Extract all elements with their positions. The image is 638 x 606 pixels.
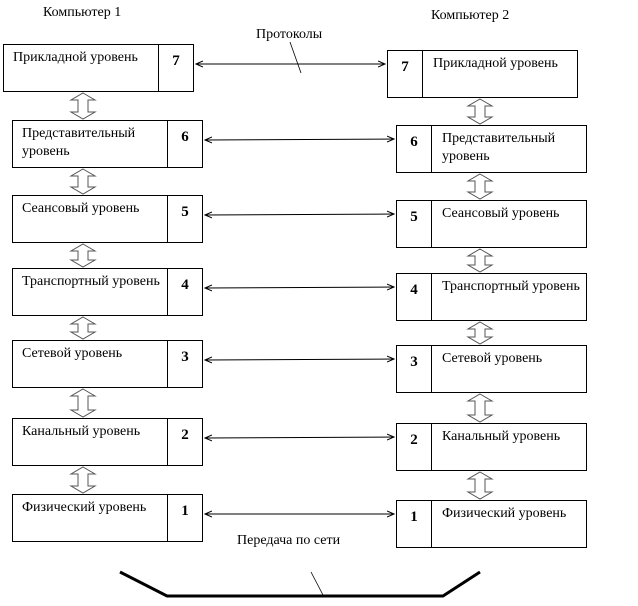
layer-name: Представительный уровень <box>22 126 136 159</box>
layer-divider <box>167 196 168 242</box>
vertical-arrow-icon-right-3 <box>466 321 494 345</box>
layer-divider <box>167 495 168 541</box>
layer-divider <box>167 419 168 465</box>
computer-1-layer-2: Канальный уровень 2 <box>12 418 203 466</box>
layer-name: Прикладной уровень <box>433 56 558 71</box>
layer-number: 3 <box>181 349 189 365</box>
protocol-arrow-icon-layer-2 <box>205 437 394 438</box>
layer-number: 6 <box>181 129 189 145</box>
layer-number: 5 <box>410 209 418 225</box>
layer-number: 4 <box>410 282 418 298</box>
vertical-arrow-icon-right-0 <box>466 98 494 125</box>
layer-name: Сетевой уровень <box>442 351 543 366</box>
protocols-leader-line <box>289 41 302 74</box>
layer-divider <box>167 121 168 167</box>
layer-divider <box>431 346 432 392</box>
layer-name: Физический уровень <box>442 506 567 521</box>
vertical-arrow-icon-left-0 <box>69 92 97 120</box>
computer-1-title: Компьютер 1 <box>43 5 122 20</box>
layer-name: Сеансовый уровень <box>22 201 140 216</box>
vertical-arrow-icon-left-3 <box>69 316 97 340</box>
vertical-arrow-icon-left-2 <box>69 243 97 268</box>
computer-2-layer-4: Транспортный уровень 4 <box>396 273 587 321</box>
network-medium-icon <box>119 570 481 598</box>
computer-1-layer-7: Прикладной уровень 7 <box>3 44 194 92</box>
computer-1-layer-4: Транспортный уровень 4 <box>12 268 203 316</box>
layer-divider <box>431 424 432 470</box>
layer-number: 7 <box>172 53 180 69</box>
protocol-arrow-icon-layer-4 <box>205 287 394 288</box>
computer-1-layer-6: Представительный уровень 6 <box>12 120 203 168</box>
computer-2-layer-7: Прикладной уровень 7 <box>387 50 578 98</box>
layer-divider <box>167 269 168 315</box>
layer-divider <box>158 45 159 91</box>
computer-2-layer-3: Сетевой уровень 3 <box>396 345 587 393</box>
layer-divider <box>431 126 432 172</box>
computer-1-layer-3: Сетевой уровень 3 <box>12 340 203 388</box>
vertical-arrow-icon-left-4 <box>69 388 97 418</box>
layer-number: 1 <box>181 503 189 519</box>
layer-name: Сетевой уровень <box>22 346 123 361</box>
network-leader-line <box>310 571 324 596</box>
layer-divider <box>422 51 423 97</box>
layer-name: Прикладной уровень <box>13 50 138 65</box>
protocol-arrow-icon-layer-5 <box>205 214 394 215</box>
layer-number: 2 <box>410 432 418 448</box>
protocol-arrow-icon-layer-6 <box>205 139 394 140</box>
computer-2-layer-1: Физический уровень 1 <box>396 500 587 548</box>
layer-name: Представительный уровень <box>442 131 556 164</box>
layer-number: 6 <box>410 134 418 150</box>
computer-2-layer-2: Канальный уровень 2 <box>396 423 587 471</box>
protocol-arrow-icon-layer-3 <box>205 359 394 360</box>
layer-name: Транспортный уровень <box>22 274 160 289</box>
vertical-arrow-icon-right-5 <box>466 471 494 500</box>
computer-2-layer-5: Сеансовый уровень 5 <box>396 200 587 248</box>
vertical-arrow-icon-left-5 <box>69 466 97 494</box>
computer-1-layer-5: Сеансовый уровень 5 <box>12 195 203 243</box>
protocols-label: Протоколы <box>256 27 323 42</box>
vertical-arrow-icon-left-1 <box>69 168 97 195</box>
layer-number: 5 <box>181 204 189 220</box>
layer-name: Канальный уровень <box>22 424 141 439</box>
vertical-arrow-icon-right-1 <box>466 173 494 200</box>
layer-number: 2 <box>181 427 189 443</box>
layer-number: 4 <box>181 277 189 293</box>
layer-divider <box>167 341 168 387</box>
layer-name: Сеансовый уровень <box>442 206 560 221</box>
network-transmission-label: Передача по сети <box>237 533 341 548</box>
computer-1-layer-1: Физический уровень 1 <box>12 494 203 542</box>
vertical-arrow-icon-right-4 <box>466 393 494 423</box>
layer-name: Физический уровень <box>22 500 147 515</box>
vertical-arrow-icon-right-2 <box>466 248 494 273</box>
layer-divider <box>431 274 432 320</box>
layer-number: 7 <box>401 59 409 75</box>
computer-2-layer-6: Представительный уровень 6 <box>396 125 587 173</box>
layer-number: 3 <box>410 354 418 370</box>
computer-2-title: Компьютер 2 <box>431 8 510 23</box>
layer-name: Транспортный уровень <box>442 279 580 294</box>
layer-divider <box>431 201 432 247</box>
layer-number: 1 <box>410 509 418 525</box>
layer-divider <box>431 501 432 547</box>
layer-name: Канальный уровень <box>442 429 561 444</box>
